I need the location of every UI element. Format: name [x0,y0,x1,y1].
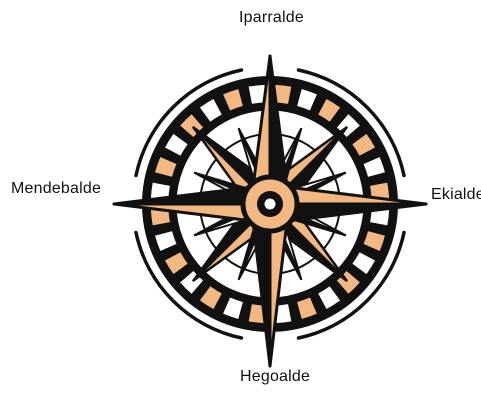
east-label: Ekialde [431,186,481,204]
north-label: Iparralde [239,9,304,27]
south-label: Hegoalde [240,368,310,386]
center-dot [264,198,276,210]
west-label: Mendebalde [11,180,101,198]
compass-rose-graphic [114,56,426,366]
